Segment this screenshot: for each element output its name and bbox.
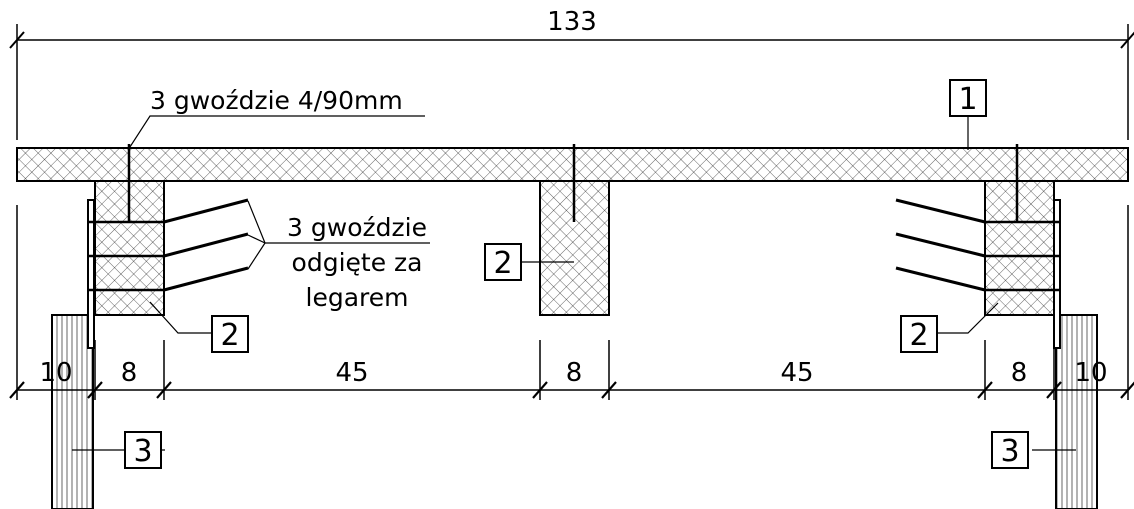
left-horizontal-nails bbox=[88, 220, 164, 292]
dimension-left-post: 10 bbox=[39, 358, 72, 388]
dimension-right-post: 10 bbox=[1074, 358, 1107, 388]
right-horizontal-nails bbox=[985, 220, 1060, 292]
leader-lines bbox=[72, 103, 1076, 451]
tag-board: 1 bbox=[949, 79, 987, 117]
overall-dimension bbox=[9, 24, 1134, 140]
tag-joist-middle: 2 bbox=[484, 243, 522, 281]
right-bent-nails bbox=[895, 198, 986, 292]
bent-nails-annotation-line3: legarem bbox=[306, 283, 409, 312]
tag-joist-middle-number: 2 bbox=[493, 246, 512, 281]
tag-post-right-number: 3 bbox=[1000, 434, 1019, 469]
top-nails-annotation: 3 gwoździe 4/90mm bbox=[150, 86, 403, 115]
dimension-right-joist: 8 bbox=[1011, 358, 1028, 388]
joist-right bbox=[984, 180, 1055, 316]
dimension-middle-joist: 8 bbox=[566, 358, 583, 388]
top-nails bbox=[127, 144, 1019, 222]
left-bent-nails bbox=[163, 198, 249, 292]
bottom-dimension-ticks bbox=[9, 381, 1134, 399]
tag-post-left: 3 bbox=[124, 431, 162, 469]
tag-joist-left-number: 2 bbox=[220, 318, 239, 353]
tag-joist-left: 2 bbox=[211, 315, 249, 353]
tag-post-left-number: 3 bbox=[133, 434, 152, 469]
overall-dimension-label: 133 bbox=[547, 7, 597, 37]
bent-nails-annotation-line1: 3 gwoździe bbox=[287, 213, 427, 242]
dimension-left-joist: 8 bbox=[121, 358, 138, 388]
tag-post-right: 3 bbox=[991, 431, 1029, 469]
side-plates bbox=[87, 199, 1061, 349]
tag-joist-right: 2 bbox=[900, 315, 938, 353]
tag-board-number: 1 bbox=[958, 82, 977, 117]
post-left bbox=[51, 314, 94, 509]
dimension-right-span: 45 bbox=[780, 358, 813, 388]
post-right bbox=[1055, 314, 1098, 509]
joist-middle bbox=[539, 180, 610, 316]
bent-nails-annotation-line2: odgięte za bbox=[292, 248, 423, 277]
deck-board bbox=[16, 147, 1129, 182]
dimension-left-span: 45 bbox=[335, 358, 368, 388]
tag-joist-right-number: 2 bbox=[909, 318, 928, 353]
